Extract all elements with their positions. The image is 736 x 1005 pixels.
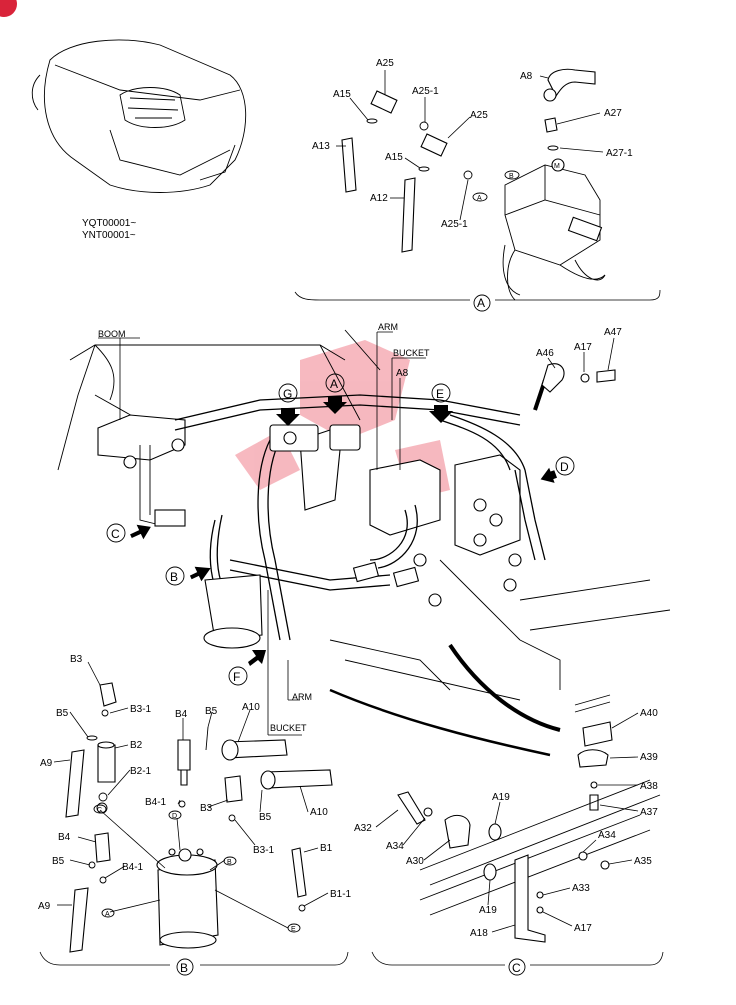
view-arrow-e: [429, 383, 453, 423]
label-a8-top: A8: [520, 71, 533, 82]
clamp-detail: [574, 694, 639, 812]
label-b3-mid: B3: [200, 803, 213, 814]
label-a13: A13: [312, 141, 330, 152]
view-c-marker-main: C: [111, 527, 120, 541]
view-arrow-f: [228, 650, 266, 686]
label-a38: A38: [640, 781, 658, 792]
view-d-caption: D: [560, 460, 569, 474]
label-a17-top: A17: [574, 342, 592, 353]
label-a12: A12: [370, 193, 388, 204]
view-b-marker-main: B: [170, 570, 178, 584]
label-a37: A37: [640, 807, 658, 818]
ref-a-b: A: [105, 911, 110, 918]
label-a34-left: A34: [386, 841, 404, 852]
label-a18: A18: [470, 928, 488, 939]
label-a47: A47: [604, 327, 622, 338]
label-a33: A33: [572, 883, 590, 894]
label-arm-top: ARM: [378, 322, 398, 332]
label-b2-1: B2-1: [130, 766, 152, 777]
view-arrow-d: [540, 456, 575, 483]
label-a17-lower: A17: [574, 923, 592, 934]
label-bucket-bottom: BUCKET: [270, 723, 307, 733]
view-arrow-g: [276, 383, 300, 426]
label-a46: A46: [536, 348, 554, 359]
label-a27: A27: [604, 108, 622, 119]
view-b-marker-top: B: [509, 173, 514, 180]
label-b3-top: B3: [70, 654, 83, 665]
label-b1-1: B1-1: [330, 889, 352, 900]
view-g-caption: G: [283, 387, 292, 401]
label-a32: A32: [354, 823, 372, 834]
view-a-marker-main: A: [330, 377, 338, 391]
label-b3-1-lower: B3-1: [253, 845, 275, 856]
main-piping-assembly: [57, 329, 671, 757]
machine-overview-sketch: [31, 39, 247, 193]
label-b4-top: B4: [175, 709, 188, 720]
label-a25-1-top: A25-1: [412, 86, 439, 97]
label-a40: A40: [640, 708, 658, 719]
label-b2: B2: [130, 740, 143, 751]
view-arrow-a: [323, 373, 347, 414]
label-a35: A35: [634, 856, 652, 867]
view-b-detail: [39, 661, 349, 976]
label-b5-mid: B5: [205, 706, 218, 717]
label-a30: A30: [406, 856, 424, 867]
label-a10-lower: A10: [310, 807, 328, 818]
label-a19-top: A19: [492, 792, 510, 803]
label-a9-top: A9: [40, 758, 53, 769]
view-m-marker: M: [554, 163, 560, 170]
label-b5-bottom: B5: [52, 856, 65, 867]
label-a39: A39: [640, 752, 658, 763]
label-b4-1-mid: B4-1: [145, 797, 167, 808]
label-a8-main: A8: [396, 368, 409, 379]
label-arm-bottom: ARM: [292, 692, 312, 702]
view-a-detail: M B A: [294, 68, 661, 312]
view-c-detail: [371, 779, 664, 976]
label-a25-mid: A25: [470, 110, 488, 121]
view-a-caption: A: [477, 296, 485, 310]
label-a10-top: A10: [242, 702, 260, 713]
ref-d-b: D: [172, 813, 177, 820]
label-a25-top: A25: [376, 58, 394, 69]
label-b1: B1: [320, 843, 333, 854]
view-arrow-c: [106, 523, 151, 543]
view-e-caption: E: [436, 387, 444, 401]
label-a19-lower: A19: [479, 905, 497, 916]
label-a34-right: A34: [598, 830, 616, 841]
label-b4-1-lower: B4-1: [122, 862, 144, 873]
view-arrow-b: [165, 566, 211, 586]
label-a15-mid: A15: [385, 152, 403, 163]
ref-c-b: C: [97, 807, 102, 814]
ref-b-b: B: [227, 859, 232, 866]
label-b3-1-top: B3-1: [130, 704, 152, 715]
label-a9-lower: A9: [38, 901, 51, 912]
label-b5-lower: B5: [259, 812, 272, 823]
label-boom: BOOM: [98, 329, 126, 339]
serial-number-1: YQT00001~: [82, 218, 136, 229]
label-b4-lower: B4: [58, 832, 71, 843]
label-a27-1: A27-1: [606, 148, 633, 159]
view-c-caption: C: [512, 961, 521, 975]
view-b-caption: B: [180, 961, 188, 975]
label-b5-top: B5: [56, 708, 69, 719]
label-bucket-top: BUCKET: [393, 348, 430, 358]
ref-e-b: E: [291, 926, 296, 933]
page-corner-badge: [0, 0, 17, 17]
view-f-caption: F: [233, 670, 240, 684]
serial-number-2: YNT00001~: [82, 230, 136, 241]
label-a15-top: A15: [333, 89, 351, 100]
view-a-marker-top: A: [477, 195, 482, 202]
label-a25-1-bottom: A25-1: [441, 219, 468, 230]
